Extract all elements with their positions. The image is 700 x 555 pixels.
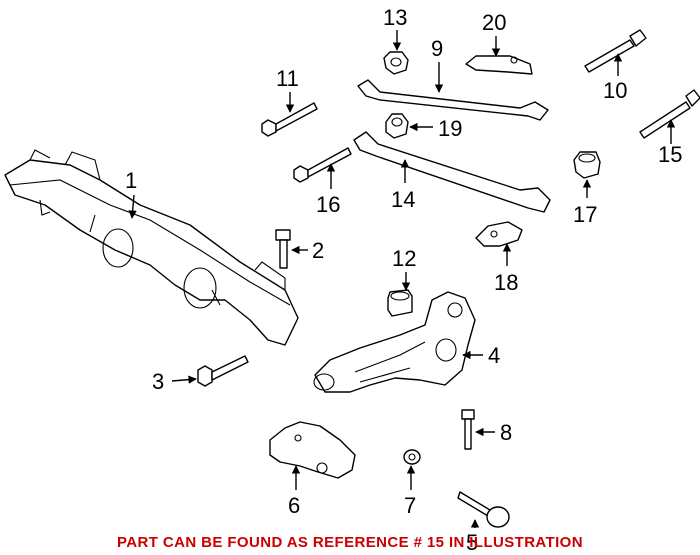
footer-note: PART CAN BE FOUND AS REFERENCE # 15 IN I… [117,534,583,551]
callout-18: 18 [494,270,518,295]
part-3-bolt [197,355,249,387]
callout-8: 8 [500,420,512,445]
part-13-nut [383,51,409,75]
part-4-trailing-arm [313,291,476,393]
callout-1: 1 [125,168,137,193]
callout-15: 15 [658,142,682,167]
part-12-bushing [387,289,413,317]
part-17-bushing [573,151,601,179]
part-20-bracket [465,55,533,75]
callout-6: 6 [288,493,300,518]
part-2-bolt [275,229,291,269]
callout-17: 17 [573,202,597,227]
part-6-bracket [269,421,356,479]
callout-11: 11 [276,66,299,91]
callout-3: 3 [152,369,164,394]
callout-20: 20 [482,10,506,35]
callout-5: 5 [466,530,478,555]
part-15-bolt [639,89,700,139]
callout-4: 4 [488,343,500,368]
callout-14: 14 [391,187,415,212]
callout-labels: 1 2 3 4 5 6 7 8 9 10 11 12 13 14 15 16 1… [125,5,682,555]
callout-13: 13 [383,5,407,30]
callout-16: 16 [316,192,340,217]
part-16-bolt [293,147,352,183]
part-19-nut [385,113,409,139]
part-5-bolt [457,491,510,528]
callout-9: 9 [431,36,443,61]
leader-3 [171,375,197,384]
callout-19: 19 [438,116,462,141]
part-1-crossmember [4,149,299,346]
part-14-control-link [353,131,551,213]
part-7-nut [403,449,421,465]
callout-2: 2 [312,238,324,263]
callout-10: 10 [603,78,627,103]
leader-1 [128,194,137,219]
part-11-bolt [261,102,318,137]
callout-7: 7 [404,493,416,518]
part-9-control-link [357,79,549,121]
leader-arrows [128,30,676,528]
part-18-clip [475,221,523,247]
part-8-bolt [461,409,475,450]
part-10-bolt [584,29,647,73]
callout-12: 12 [392,246,416,271]
